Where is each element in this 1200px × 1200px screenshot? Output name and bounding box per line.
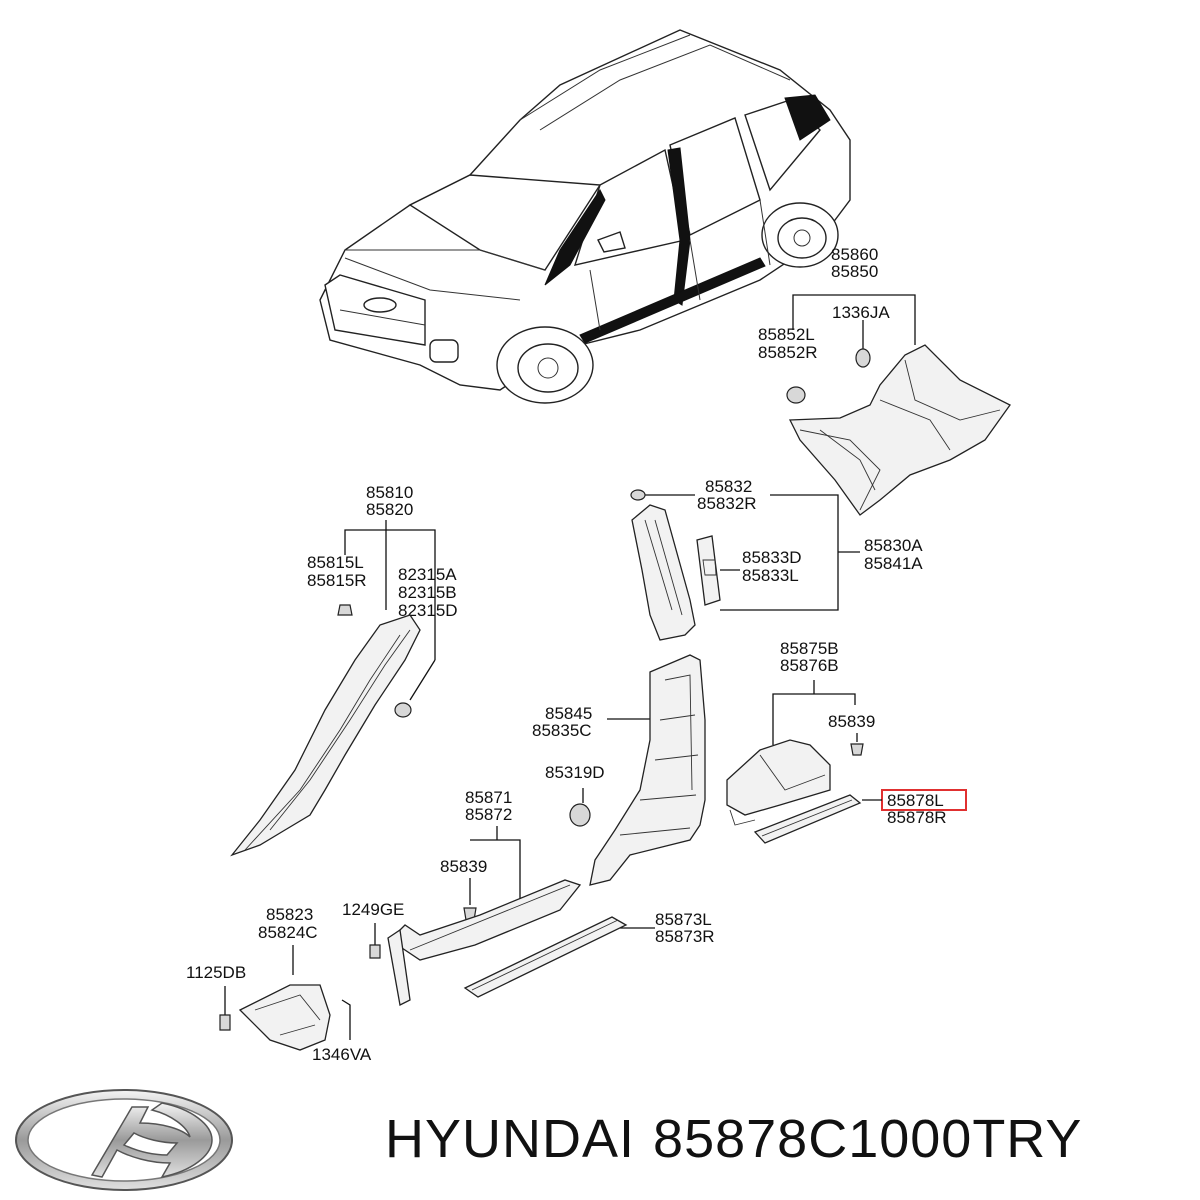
label-85872: 85872 (465, 805, 512, 824)
b-pillar-lower-trim (589, 654, 706, 886)
label-85319D: 85319D (545, 763, 605, 782)
vehicle-illustration (319, 29, 851, 404)
label-85871: 85871 (465, 788, 512, 807)
rear-scuff-group: 85875B 85876B 85839 85878L 85878R (726, 639, 967, 844)
label-85839-right: 85839 (828, 712, 875, 731)
label-85878R: 85878R (887, 808, 947, 827)
quarter-trim-panel (788, 344, 1011, 516)
label-85860: 85860 (831, 245, 878, 264)
label-85833L: 85833L (742, 566, 799, 585)
label-85852L: 85852L (758, 325, 815, 344)
label-85820: 85820 (366, 500, 413, 519)
kick-panel-85823 (238, 984, 331, 1051)
label-1336JA: 1336JA (832, 303, 890, 322)
clip-82315 (394, 702, 412, 718)
label-85832R: 85832R (697, 494, 757, 513)
label-85815R: 85815R (307, 571, 367, 590)
front-sill-bracket (387, 928, 411, 1006)
quarter-trim-group: 85860 85850 1336JA 85852L 85852R (758, 245, 1011, 516)
label-1125DB: 1125DB (186, 963, 246, 982)
bolt-1249GE (369, 944, 381, 959)
a-pillar-group: 85810 85820 85815L 85815R 82315A 82315B … (230, 483, 458, 857)
rear-step-panel-85875 (726, 739, 831, 816)
b-pillar-lower-group: 85845 85835C 85319D (532, 654, 706, 886)
label-85873R: 85873R (655, 927, 715, 946)
part-number: 85878C1000TRY (653, 1109, 1083, 1169)
label-85832: 85832 (705, 477, 752, 496)
label-82315D: 82315D (398, 601, 458, 620)
bolt-1125DB (219, 1014, 231, 1031)
label-1249GE: 1249GE (342, 900, 404, 919)
clip-85839-right (850, 743, 864, 756)
label-85873L: 85873L (655, 910, 712, 929)
b-pillar-upper-trim (631, 504, 696, 641)
front-scuff-plate-85873 (463, 916, 628, 998)
cap-85319D (569, 803, 591, 827)
hyundai-logo-icon (15, 1089, 233, 1191)
clip-85832 (630, 489, 646, 501)
b-pillar-upper-group: 85832 85832R 85833D 85833L 85830A 85841A (630, 477, 923, 641)
label-85841A: 85841A (864, 554, 923, 573)
label-85876B: 85876B (780, 656, 839, 675)
label-85850: 85850 (831, 262, 878, 281)
label-82315B: 82315B (398, 583, 457, 602)
clip-85815 (337, 604, 353, 616)
label-1346VA: 1346VA (312, 1045, 372, 1064)
label-85852R: 85852R (758, 343, 818, 362)
label-85833D: 85833D (742, 548, 802, 567)
label-85839-left: 85839 (440, 857, 487, 876)
label-85878L: 85878L (887, 791, 944, 810)
cap-85852 (786, 386, 806, 404)
label-85815L: 85815L (307, 553, 364, 572)
label-85835C: 85835C (532, 721, 592, 740)
a-pillar-trim (230, 614, 421, 857)
label-85810: 85810 (366, 483, 413, 502)
label-85830A: 85830A (864, 536, 923, 555)
clip-1336JA (855, 348, 871, 368)
brand-name: HYUNDAI (385, 1109, 636, 1169)
front-sill-group: 85871 85872 85839 85873L 85873R (387, 788, 715, 1006)
label-85875B: 85875B (780, 639, 839, 658)
label-82315A: 82315A (398, 565, 457, 584)
kick-panel-group: 85823 85824C 1249GE 1125DB 1346VA (186, 900, 404, 1064)
label-85845: 85845 (545, 704, 592, 723)
label-85824C: 85824C (258, 923, 318, 942)
label-85823: 85823 (266, 905, 313, 924)
brand-caption: HYUNDAI 85878C1000TRY (385, 1108, 1100, 1170)
seatbelt-cover-85833 (696, 535, 721, 606)
